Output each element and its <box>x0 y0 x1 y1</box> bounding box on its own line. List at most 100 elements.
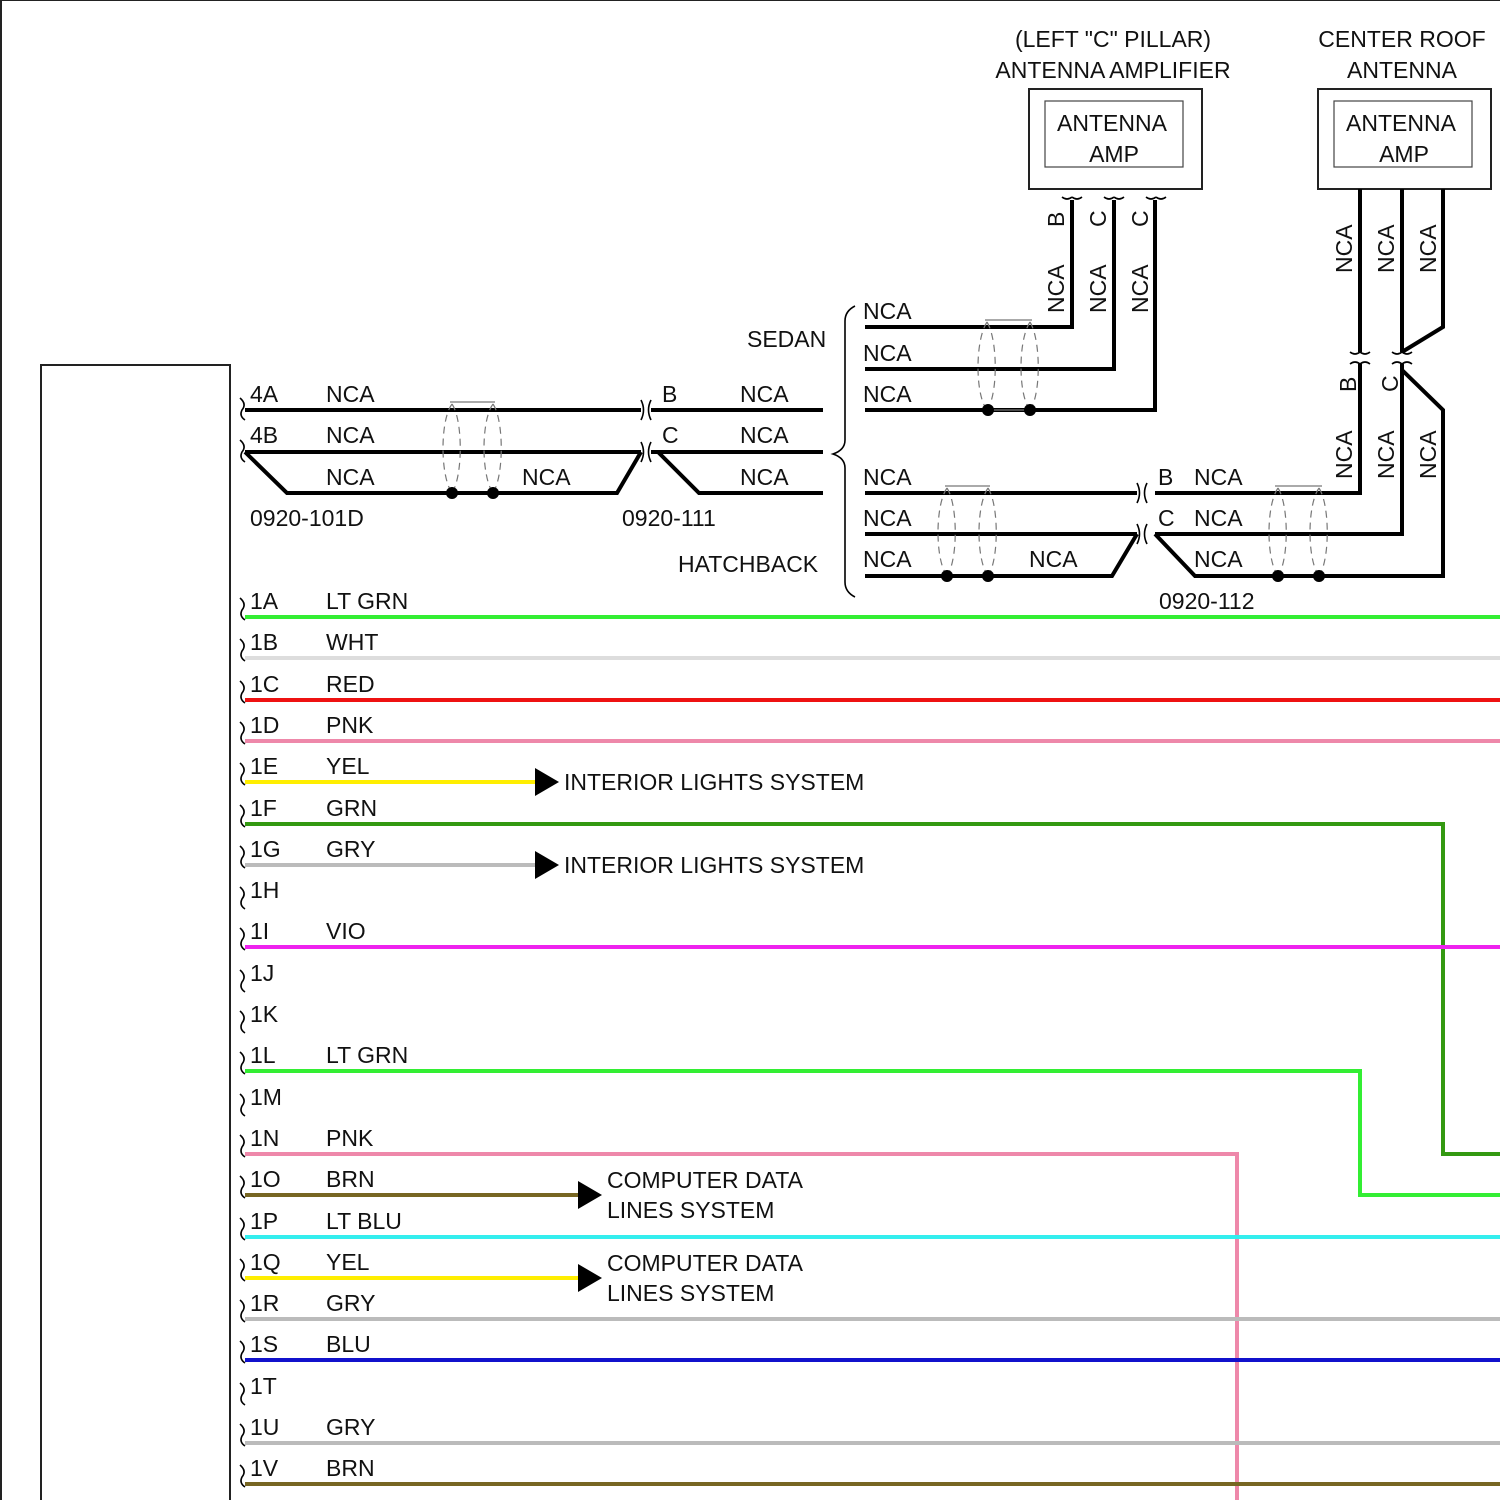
destination-label: LINES SYSTEM <box>607 1280 774 1306</box>
destination-arrow <box>535 768 559 796</box>
center-roof-antenna: CENTER ROOF ANTENNA ANTENNA AMP NCA NCA … <box>1155 26 1491 576</box>
pin-label: 1R <box>250 1290 279 1316</box>
sedan-wire-label: NCA <box>863 340 912 366</box>
pin-connector-symbol <box>240 681 245 703</box>
pin-connector-symbol <box>240 1383 245 1405</box>
hatchback-wires: NCA NCA NCA NCA B C NCA NCA NCA 0920-112 <box>863 464 1327 614</box>
left-amp-box-label-2: AMP <box>1089 141 1139 167</box>
harness-row: 1K <box>240 1001 279 1033</box>
roof-lower-label: NCA <box>1373 430 1399 479</box>
connector-112-pin: C <box>1158 505 1175 531</box>
left-amp-wire-label: NCA <box>1127 264 1153 313</box>
sedan-wire-label: NCA <box>863 298 912 324</box>
left-amp-wire-label: NCA <box>1043 264 1069 313</box>
connector-112-label: NCA <box>1194 464 1243 490</box>
connector-111-label: NCA <box>740 381 789 407</box>
pin-connector-symbol <box>240 722 245 744</box>
destination-label: COMPUTER DATA <box>607 1250 804 1276</box>
pin-label: 1F <box>250 795 277 821</box>
harness-row: 1B WHT <box>240 629 1500 661</box>
left-amp-pin-c2: C <box>1127 210 1153 227</box>
wire-color-label: RED <box>326 671 375 697</box>
harness-row: 1UGRY <box>240 1414 1500 1446</box>
pin-label: 1T <box>250 1373 277 1399</box>
pin-label: 1B <box>250 629 278 655</box>
pin-4b: 4B <box>250 422 278 448</box>
connector-112-label: NCA <box>1194 546 1243 572</box>
pin-connector-symbol <box>240 763 245 785</box>
pin-connector-symbol <box>240 639 245 661</box>
hatchback-label: HATCHBACK <box>678 551 819 577</box>
destination-label: INTERIOR LIGHTS SYSTEM <box>564 852 864 878</box>
hatch-wire-label: NCA <box>863 505 912 531</box>
roof-amp-wire-label: NCA <box>1415 224 1441 273</box>
pin-label: 1A <box>250 588 279 614</box>
connector-112-id: 0920-112 <box>1159 588 1255 614</box>
left-amp-pin-b: B <box>1043 212 1069 227</box>
roof-amp-caption-1: CENTER ROOF <box>1318 26 1485 52</box>
pin-connector-symbol <box>240 1424 245 1446</box>
wire-color-label: GRN <box>326 795 377 821</box>
pin-label: 1J <box>250 960 274 986</box>
pin-connector-symbol <box>240 846 245 868</box>
roof-connector-pin-c: C <box>1377 375 1403 392</box>
wire-color-label: GRY <box>326 836 375 862</box>
connector-112-pin: B <box>1158 464 1173 490</box>
pin-connector-symbol <box>240 598 245 620</box>
pin-label: 1K <box>250 1001 279 1027</box>
pin-label: 1S <box>250 1331 278 1357</box>
wire-color-label: PNK <box>326 712 374 738</box>
roof-amp-wire-label: NCA <box>1331 224 1357 273</box>
pin-label: 1M <box>250 1084 282 1110</box>
pin-connector-symbol <box>240 1300 245 1322</box>
wire-color-label: BRN <box>326 1455 375 1481</box>
destination-arrow <box>535 851 559 879</box>
hatch-wire-label: NCA <box>863 464 912 490</box>
hatch-wire-label: NCA <box>863 546 912 572</box>
wire-color-label: YEL <box>326 753 370 779</box>
pin-label: 1H <box>250 877 279 903</box>
pin-connector-symbol <box>240 1011 245 1033</box>
harness-row: 1Q YEL COMPUTER DATA LINES SYSTEM <box>240 1249 804 1306</box>
connector-111-pin: B <box>662 381 677 407</box>
radio-module-box <box>41 365 230 1500</box>
pin-4a: 4A <box>250 381 279 407</box>
pin-connector-symbol <box>240 928 245 950</box>
pin-label: 1I <box>250 918 269 944</box>
connector-112-label: NCA <box>1194 505 1243 531</box>
left-pillar-antenna-amplifier: (LEFT "C" PILLAR) ANTENNA AMPLIFIER ANTE… <box>865 26 1231 410</box>
roof-lower-label: NCA <box>1415 430 1441 479</box>
pin-label: 1U <box>250 1414 279 1440</box>
harness-row: 1R GRY <box>240 1290 1500 1322</box>
harness-row: 1CRED <box>240 671 1500 703</box>
destination-label: COMPUTER DATA <box>607 1167 804 1193</box>
wire-color-label: GRY <box>326 1290 375 1316</box>
pin-label: 1G <box>250 836 281 862</box>
harness-label: NCA <box>326 464 375 490</box>
antenna-harness: 4A 4B NCA NCA NCA NCA 0920-101D B C NCA … <box>245 381 823 531</box>
roof-amp-caption-2: ANTENNA <box>1347 57 1458 83</box>
left-amp-wire-label: NCA <box>1085 264 1111 313</box>
wire-color-label: LT BLU <box>326 1208 402 1234</box>
harness-row: 1EYELINTERIOR LIGHTS SYSTEM <box>240 753 864 796</box>
wire-color-label: LT GRN <box>326 1042 408 1068</box>
pin-connector-symbol <box>240 1465 245 1487</box>
harness-row: 1T <box>240 1373 277 1405</box>
pin-label: 1Q <box>250 1249 281 1275</box>
wire-color-label: WHT <box>326 629 378 655</box>
harness-row: 1PLT BLU <box>240 1208 1500 1240</box>
pin-connector-symbol <box>240 1259 245 1281</box>
harness-row: 1M <box>240 1084 282 1116</box>
wire <box>245 824 1500 1154</box>
pin-connector-symbol <box>240 1052 245 1074</box>
wire-color-label: YEL <box>326 1249 370 1275</box>
pin-label: 1E <box>250 753 278 779</box>
connector-101d-id: 0920-101D <box>250 505 364 531</box>
